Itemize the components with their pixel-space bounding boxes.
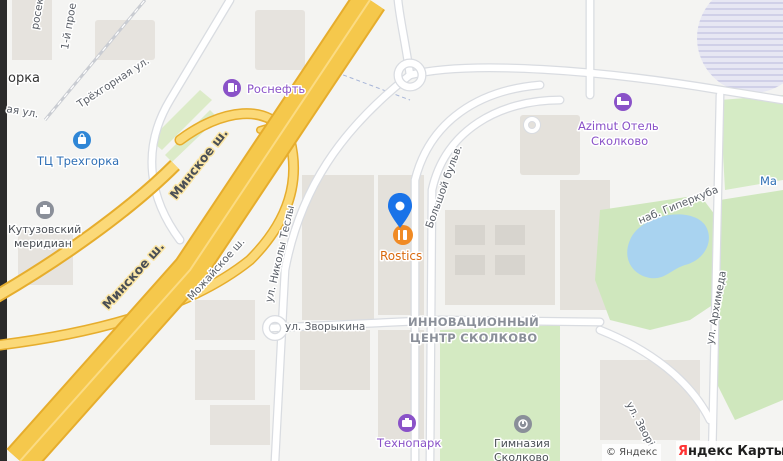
shopping-bag-icon[interactable] — [73, 131, 91, 149]
minor-roads — [147, 0, 783, 461]
poi-gymnasium-line2[interactable]: Сколково — [493, 450, 551, 461]
poi-gymnasium-line1[interactable]: Гимназия — [493, 436, 552, 452]
lake — [627, 214, 709, 279]
residential — [600, 360, 700, 440]
poi-rosneft-label[interactable]: Роснефть — [246, 81, 307, 98]
area-innovation-line1: ИННОВАЦИОННЫЙ — [408, 314, 539, 329]
poi-technopark-label[interactable]: Технопарк — [375, 435, 443, 452]
poi-trekhgorka-label[interactable]: ТЦ Трехгорка — [35, 153, 121, 170]
briefcase-icon[interactable] — [398, 414, 416, 432]
poi-azimut-line1[interactable]: Azimut Отель — [577, 118, 661, 135]
brand-first-letter: Я — [678, 443, 689, 459]
poi-rostics-label[interactable]: Rostics — [379, 248, 424, 265]
poi-kutuzovsky-line2[interactable]: меридиан — [13, 236, 74, 252]
fuel-icon[interactable] — [223, 79, 241, 97]
location-pin-icon[interactable] — [388, 193, 412, 228]
frame-edge — [0, 0, 7, 461]
buildings-inner — [455, 225, 525, 275]
poi-azimut-line2[interactable]: Сколково — [590, 133, 650, 150]
street-zvorykina: ул. Зворыкина — [285, 321, 365, 333]
poi-partial-ma: Ма — [760, 174, 777, 188]
minskoe-highway — [0, 0, 385, 461]
poi-kutuzovsky-line1[interactable]: Кутузовский — [7, 222, 83, 238]
restaurant-icon[interactable] — [393, 225, 413, 245]
copyright-text[interactable]: © Яндекс — [606, 447, 658, 458]
area-innovation-line2: ЦЕНТР СКОЛКОВО — [410, 331, 538, 345]
poi-partial-orka: орка — [8, 71, 40, 86]
map-copyright[interactable]: © Яндекс — [602, 444, 662, 461]
hotel-bed-icon[interactable] — [614, 93, 632, 111]
briefcase-icon[interactable] — [36, 201, 54, 219]
school-icon[interactable] — [514, 415, 532, 433]
striped-area — [697, 0, 783, 93]
brand-rest: ндекс Карты — [688, 443, 783, 459]
